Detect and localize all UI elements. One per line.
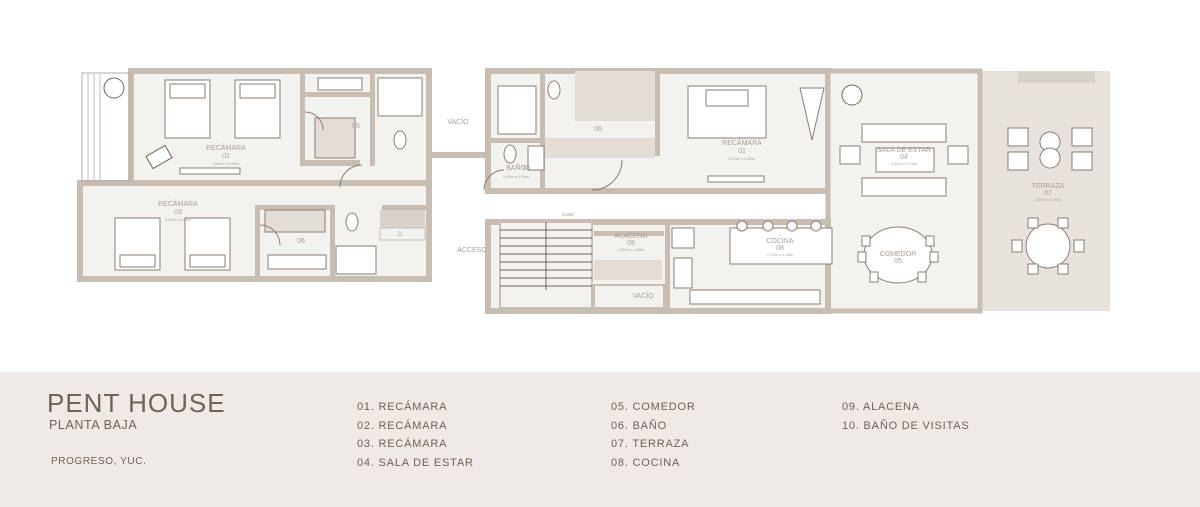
legend-item: 03. RECÁMARA <box>357 438 448 450</box>
bath-fixtures-left <box>264 77 423 275</box>
legend-item: 06. BAÑO <box>611 419 667 432</box>
label-room03: RECÁMARA <box>158 199 198 208</box>
label-room02-num: 02 <box>222 153 230 160</box>
label-room01-dim: 4.20m x 4.80m <box>729 156 756 161</box>
label-sube: SUBE <box>562 212 574 217</box>
plan-title: PENT HOUSE <box>47 388 226 418</box>
legend-item: 01. RECÁMARA <box>357 401 448 413</box>
stairs <box>500 222 592 290</box>
label-terraza-dim: 2.80m x 6.40m <box>1035 197 1062 202</box>
label-bano10: BAÑO <box>506 163 526 172</box>
location: PROGRESO, YUC. <box>51 456 147 467</box>
label-room03-dim: 3.50m x 5.50m <box>165 217 192 222</box>
label-terraza-num: 07 <box>1044 190 1052 197</box>
plan-subtitle: PLANTA BAJA <box>49 418 138 432</box>
living-furniture <box>839 123 969 197</box>
label-acceso: ACCESO <box>457 247 487 254</box>
legend-item: 02. RECÁMARA <box>357 419 448 432</box>
legend-item: 07. TERRAZA <box>611 438 690 450</box>
label-alacena: ALACENA <box>615 233 648 240</box>
label-bath06b: 06 <box>297 238 305 245</box>
label-room03-num: 03 <box>174 209 182 216</box>
label-cocina: COCINA <box>766 238 794 245</box>
right-interior-walls <box>490 71 670 309</box>
label-sala-num: 04 <box>900 154 908 161</box>
dining-table <box>857 226 939 284</box>
label-room01-num: 01 <box>738 148 746 155</box>
corridor <box>427 152 489 158</box>
label-sala: SALA DE ESTAR <box>877 147 931 154</box>
label-cocina-dim: 2.70m x 3.30m <box>767 252 794 257</box>
door-swings <box>259 111 623 246</box>
label-bath06a: 06 <box>352 123 360 130</box>
label-alacena-num: 09 <box>627 240 635 247</box>
beds-room03 <box>114 217 231 271</box>
legend-column-2: 05. COMEDOR 06. BAÑO 07. TERRAZA 08. COC… <box>611 398 696 472</box>
label-comedor: COMEDOR <box>880 251 917 258</box>
label-sala-dim: 4.20m x 2.75m <box>891 161 918 166</box>
floor-plan: RECÁMARA 02 3.60m x 5.50m RECÁMARA 03 3.… <box>77 68 1110 314</box>
balcony-rail <box>81 72 131 182</box>
legend-item: 09. ALACENA <box>842 401 920 413</box>
label-terraza: TERRAZA <box>1032 183 1065 190</box>
label-vacio-top: VACÍO <box>447 117 469 126</box>
label-room01: RECÁMARA <box>722 138 762 147</box>
label-vacio-bottom: VACÍO <box>632 291 654 300</box>
label-bath06c: 06 <box>594 126 602 133</box>
label-bano10-dim: 1.50m x 1.50m <box>503 174 530 179</box>
kitchen-furniture <box>671 220 833 305</box>
label-closet-d: D <box>398 232 403 238</box>
terrace-planter <box>1018 71 1095 83</box>
terrace-furniture <box>1007 127 1093 275</box>
legend-item: 08. COCINA <box>611 456 681 469</box>
legend-item: 10. BAÑO DE VISITAS <box>842 419 970 432</box>
legend-column-1: 01. RECÁMARA 02. RECÁMARA 03. RECÁMARA 0… <box>357 398 474 472</box>
label-alacena-dim: 1.50m x 1.40m <box>618 247 645 252</box>
balcony-slats <box>87 74 101 180</box>
legend-column-3: 09. ALACENA 10. BAÑO DE VISITAS <box>842 398 969 435</box>
left-interior-walls <box>255 71 427 277</box>
decor <box>103 77 863 170</box>
label-room02-dim: 3.60m x 5.50m <box>213 161 240 166</box>
legend-panel: PENT HOUSE PLANTA BAJA PROGRESO, YUC. 01… <box>0 372 1200 507</box>
legend-item: 04. SALA DE ESTAR <box>357 456 474 469</box>
label-bano10-num: 10 <box>522 165 530 172</box>
beds-room02 <box>164 79 281 175</box>
legend-item: 05. COMEDOR <box>611 401 696 413</box>
label-cocina-num: 08 <box>776 245 784 252</box>
right-fixtures <box>497 80 825 183</box>
label-comedor-num: 05 <box>894 258 902 265</box>
label-room02: RECÁMARA <box>206 143 246 152</box>
